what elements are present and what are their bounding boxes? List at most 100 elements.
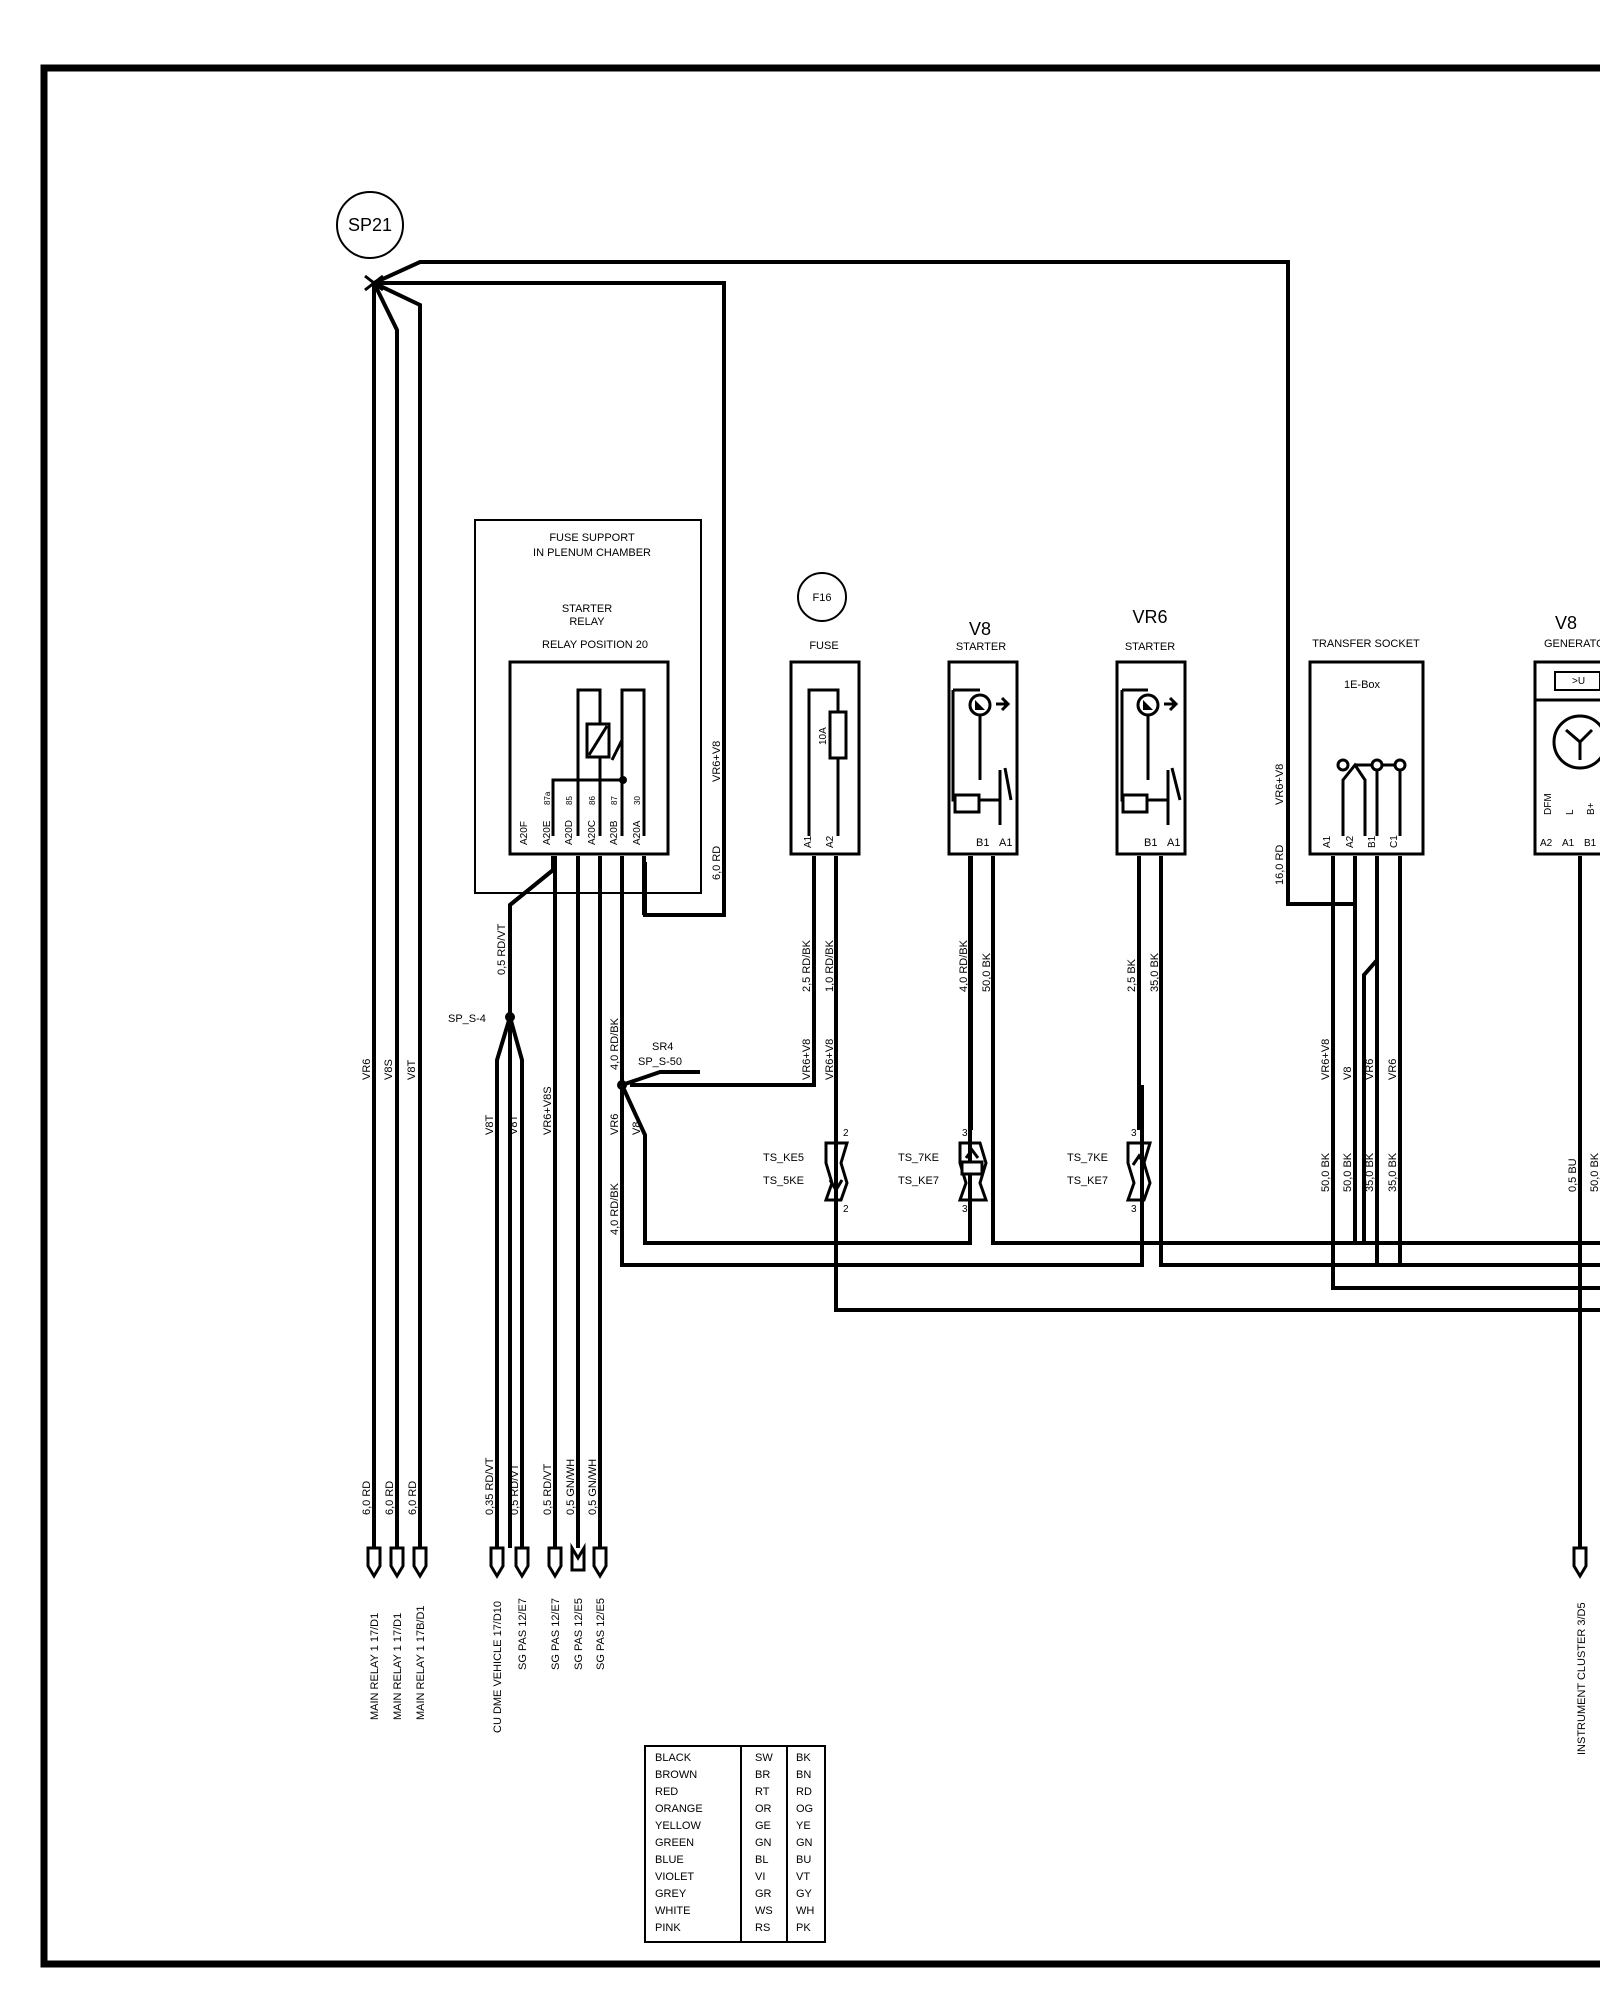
relay-pin-num-87a: 87a	[543, 791, 552, 805]
wire-label-fuse-1: 2,5 RD/BK	[801, 939, 813, 992]
wire-label-fuse-2: 1,0 RD/BK	[824, 939, 836, 992]
bottom-wire-label-8: 0,5 GN/WH	[587, 1459, 599, 1515]
legend-cell: GN	[755, 1837, 772, 1849]
transfer-socket-inner: 1E-Box	[1344, 679, 1381, 691]
generator-model: V8	[1555, 613, 1577, 633]
relay-side-label-2: 6,0 RD	[711, 846, 723, 880]
legend-cell: BN	[796, 1769, 811, 1781]
legend-cell: WHITE	[655, 1905, 690, 1917]
wire-label-vr6-v8s: VR6+V8S	[542, 1086, 554, 1135]
wire-label-ts-7: 35,0 BK	[1364, 1152, 1376, 1192]
legend-cell: YE	[796, 1820, 811, 1832]
wire-label-ts-2: V8	[1342, 1067, 1354, 1080]
wire-label-relay-b3: 4,0 RD/BK	[609, 1182, 621, 1235]
vr6-starter: VR6 STARTER B1 A1	[1115, 607, 1187, 856]
legend-cell: GREEN	[655, 1837, 694, 1849]
wire-label-v8s: V8S	[383, 1059, 395, 1080]
legend-cell: PK	[796, 1922, 811, 1934]
splice-sr4: SR4	[652, 1041, 673, 1053]
terminal-2-label-b: TS_KE7	[898, 1175, 939, 1187]
transfer-pin-a2: A2	[1345, 835, 1356, 848]
vr6-starter-pin-a1: A1	[1167, 837, 1180, 849]
terminal-1-num-top: 2	[843, 1128, 849, 1139]
legend-cell: GY	[796, 1888, 813, 1900]
starter-relay-label-1: STARTER	[562, 603, 612, 615]
transfer-pin-a1: A1	[1322, 835, 1333, 848]
fuse-f16: F16 FUSE 10A A1 A2	[789, 572, 861, 856]
wire-label-ts-6: 50,0 BK	[1342, 1152, 1354, 1192]
generator-pin-a1: A1	[1562, 838, 1575, 849]
legend-cell: BROWN	[655, 1769, 697, 1781]
generator-side-l: L	[1565, 809, 1576, 815]
splice-sp-s50: SP_S-50	[638, 1056, 682, 1068]
terminal-2-label-a: TS_7KE	[898, 1152, 939, 1164]
relay-pin-num-86: 86	[588, 796, 597, 805]
relay-side-label-1: VR6+V8	[711, 741, 723, 782]
bottom-wire-label-5: 0,5 RD/VT	[509, 1463, 521, 1515]
destination-2: MAIN RELAY 1 17/D1	[392, 1613, 404, 1720]
legend-cell: ORANGE	[655, 1803, 703, 1815]
wire-label-ts-1: VR6+V8	[1320, 1039, 1332, 1080]
legend-cell: BLACK	[655, 1752, 692, 1764]
legend-cell: RED	[655, 1786, 678, 1798]
relay-pin-a20d: A20D	[564, 820, 575, 845]
fuse-support-box: FUSE SUPPORT IN PLENUM CHAMBER STARTER R…	[474, 519, 723, 894]
destination-8: SG PAS 12/E5	[595, 1598, 607, 1670]
destination-6: SG PAS 12/E7	[550, 1598, 562, 1670]
legend-cell: RS	[755, 1922, 770, 1934]
legend-cell: RT	[755, 1786, 770, 1798]
connector-arrow-1	[366, 1546, 382, 1579]
connector-arrow-3	[412, 1546, 428, 1579]
vr6-starter-model: VR6	[1132, 607, 1167, 627]
vr6-starter-pin-b1: B1	[1144, 837, 1157, 849]
terminal-block-3: 3 3 TS_7KE TS_KE7	[1067, 1128, 1153, 1215]
connector-arrow-5	[514, 1546, 530, 1579]
wire-label-ts-5: 50,0 BK	[1320, 1152, 1332, 1192]
destination-3: MAIN RELAY 1 17B/D1	[415, 1605, 427, 1720]
terminal-3-num-top: 3	[1131, 1128, 1137, 1139]
bottom-wire-label-1: 6,0 RD	[361, 1481, 373, 1515]
bottom-wire-label-2: 6,0 RD	[384, 1481, 396, 1515]
relay-pin-num-87: 87	[610, 796, 619, 805]
wire-label-ts-3: VR6	[1364, 1059, 1376, 1080]
destination-5: SG PAS 12/E7	[517, 1598, 529, 1670]
connector-arrow-7	[570, 1542, 586, 1572]
instrument-cluster-destination: INSTRUMENT CLUSTER 3/D5	[1576, 1602, 1588, 1755]
destination-7: SG PAS 12/E5	[573, 1598, 585, 1670]
legend-cell: GREY	[655, 1888, 687, 1900]
v8-starter: V8 STARTER B1 A1	[947, 619, 1019, 856]
destination-1: MAIN RELAY 1 17/D1	[369, 1613, 381, 1720]
relay-pin-a20f: A20F	[519, 821, 530, 845]
vr6-starter-title: STARTER	[1125, 641, 1175, 653]
bottom-wire-label-4: 0,35 RD/VT	[484, 1457, 496, 1515]
legend-cell: VT	[796, 1871, 810, 1883]
v8-starter-model: V8	[969, 619, 991, 639]
wire-label-v8s-2: 50,0 BK	[981, 952, 993, 992]
wire-label-ts-4: VR6	[1387, 1059, 1399, 1080]
legend-cell: BL	[755, 1854, 768, 1866]
legend-cell: PINK	[655, 1922, 681, 1934]
wire-label-gen-1: 0,5 BU	[1567, 1158, 1579, 1192]
splice-sp-s4: SP_S-4	[448, 1013, 486, 1025]
transfer-socket: TRANSFER SOCKET 1E-Box A1 A2 B1 C1 VR6+V…	[1274, 638, 1425, 885]
fuse-title: FUSE	[809, 640, 838, 652]
legend-cell: BU	[796, 1854, 811, 1866]
wire-label-v8t: V8T	[406, 1060, 418, 1080]
transfer-side-label-2: 16,0 RD	[1274, 845, 1286, 885]
legend-cell: BR	[755, 1769, 770, 1781]
wire-label-ts-8: 35,0 BK	[1387, 1152, 1399, 1192]
splice-sp21: SP21	[336, 191, 404, 259]
generator-pin-b1: B1	[1584, 838, 1597, 849]
legend-cell: OR	[755, 1803, 772, 1815]
legend-cell: WS	[755, 1905, 773, 1917]
v8-starter-pin-a1: A1	[999, 837, 1012, 849]
terminal-2-num-bottom: 3	[962, 1204, 968, 1215]
terminal-1-label-a: TS_KE5	[763, 1152, 804, 1164]
wire-label-relay-b: 4,0 RD/BK	[609, 1017, 621, 1070]
generator-pin-a2: A2	[1540, 838, 1553, 849]
transfer-pin-c1: C1	[1389, 835, 1400, 848]
terminal-3-num-bottom: 3	[1131, 1204, 1137, 1215]
bottom-wire-label-6: 0,5 RD/VT	[542, 1463, 554, 1515]
